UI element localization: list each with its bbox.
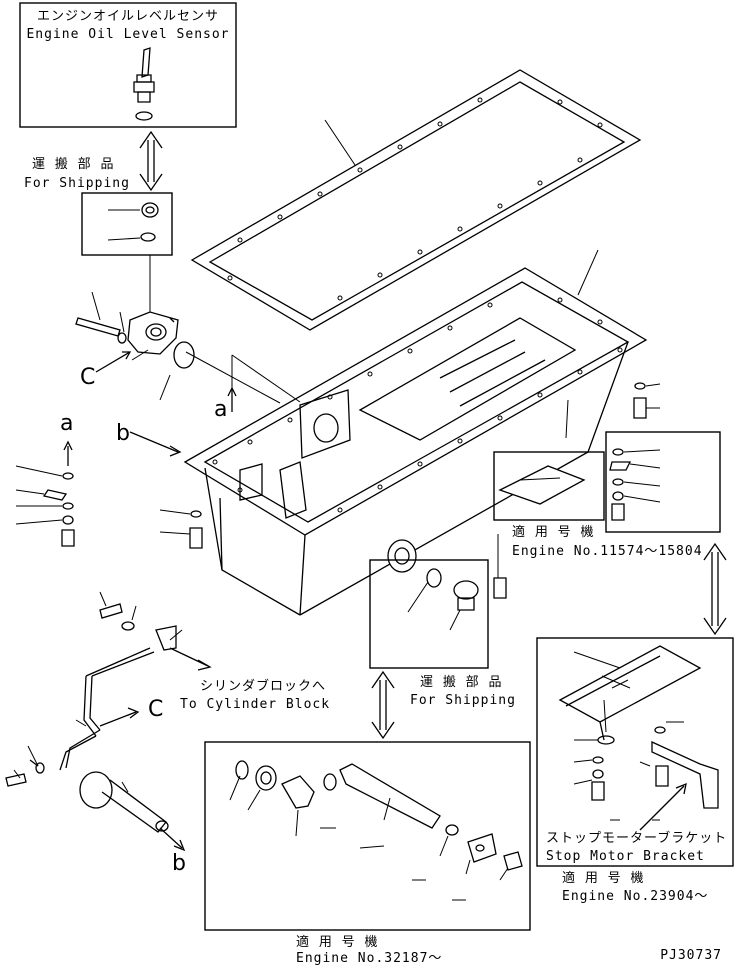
letter-b-center: b — [116, 421, 130, 446]
arrow-to-cylinder — [169, 647, 209, 667]
bracket-box — [536, 637, 734, 867]
arrow-b-center — [129, 431, 179, 453]
center-hardware-stack — [159, 509, 203, 549]
letter-c-pipe: C — [148, 697, 163, 722]
shipping1-label-en: For Shipping — [24, 176, 130, 191]
engine1-box — [493, 451, 605, 521]
drain-port-icon — [387, 539, 417, 573]
oil-pan-bolt-holes — [212, 297, 623, 513]
pipe-assembly — [5, 591, 183, 833]
sensor-mount-block — [75, 291, 281, 404]
oil-level-sensor-icon — [133, 47, 155, 121]
shipping-plug-box — [81, 192, 173, 256]
engine1-label-en: Engine No.11574〜15804 — [512, 544, 703, 559]
nut-icon — [255, 765, 277, 791]
bracket-label-en: Stop Motor Bracket — [546, 849, 705, 864]
washer-icon — [117, 332, 127, 344]
right-hardware-group — [605, 382, 721, 533]
link-arrow-center — [371, 670, 395, 740]
oil-baffle-plate — [299, 389, 351, 459]
letter-b-lower: b — [172, 851, 186, 876]
pipe-clamp-icon — [155, 625, 177, 651]
letter-c-left: C — [80, 365, 95, 390]
engine3-label-jp: 適 用 号 機 — [296, 934, 378, 950]
sensor-box: エンジンオイルレベルセンサ Engine Oil Level Sensor — [19, 2, 237, 128]
arrow-bracket — [639, 785, 685, 831]
link-arrow-right — [703, 542, 727, 636]
bracket-label-jp: ストップモーターブラケット — [546, 830, 727, 846]
arrow-b-lower — [159, 827, 183, 849]
letter-a-center: a — [214, 397, 227, 422]
letter-a-upper: a — [60, 411, 73, 436]
hose-icon — [339, 763, 441, 829]
shipping2-label-jp: 運 搬 部 品 — [420, 675, 502, 690]
gasket-bolt-holes — [227, 97, 603, 301]
elbow-fitting-icon — [281, 775, 315, 809]
bolt-icon — [75, 317, 121, 337]
sensor-label-jp: エンジンオイルレベルセンサ — [37, 9, 219, 24]
engine2-label-jp: 適 用 号 機 — [562, 870, 644, 886]
link-arrow-sensor — [139, 130, 163, 192]
stop-motor-bracket-icon — [651, 740, 719, 809]
cylinder-label-en: To Cylinder Block — [180, 697, 330, 712]
engine2-label-en: Engine No.23904〜 — [562, 889, 708, 904]
engine1-bolt — [493, 577, 507, 599]
plug-icon — [141, 202, 159, 218]
sensor-label-en: Engine Oil Level Sensor — [26, 27, 229, 42]
shipping2-box — [369, 559, 489, 669]
shipping1-label-jp: 運 搬 部 品 — [32, 157, 114, 172]
flange-icon — [467, 833, 497, 863]
pipe-washer-icon — [121, 621, 135, 631]
drawing-id: PJ30737 — [660, 948, 722, 963]
gasket-ring-icon — [173, 341, 195, 369]
heater-icon — [79, 771, 113, 809]
engine3-box — [204, 741, 531, 931]
engine1-label-jp: 適 用 号 機 — [512, 524, 594, 540]
arrow-c-pipe — [99, 711, 137, 727]
shipping2-label-en: For Shipping — [410, 693, 516, 708]
oil-pan-gasket — [190, 69, 642, 331]
engine3-label-en: Engine No.32187〜 — [296, 951, 442, 965]
cylinder-label-jp: シリンダブロックへ — [200, 678, 326, 694]
drain-plug-icon — [453, 580, 479, 611]
banjo-bolt-icon — [503, 851, 523, 871]
pipe-bolt-icon — [99, 603, 123, 619]
o-ring-icon — [140, 232, 156, 242]
arrow-c-left — [95, 351, 131, 373]
left-hardware-stack — [15, 465, 75, 547]
